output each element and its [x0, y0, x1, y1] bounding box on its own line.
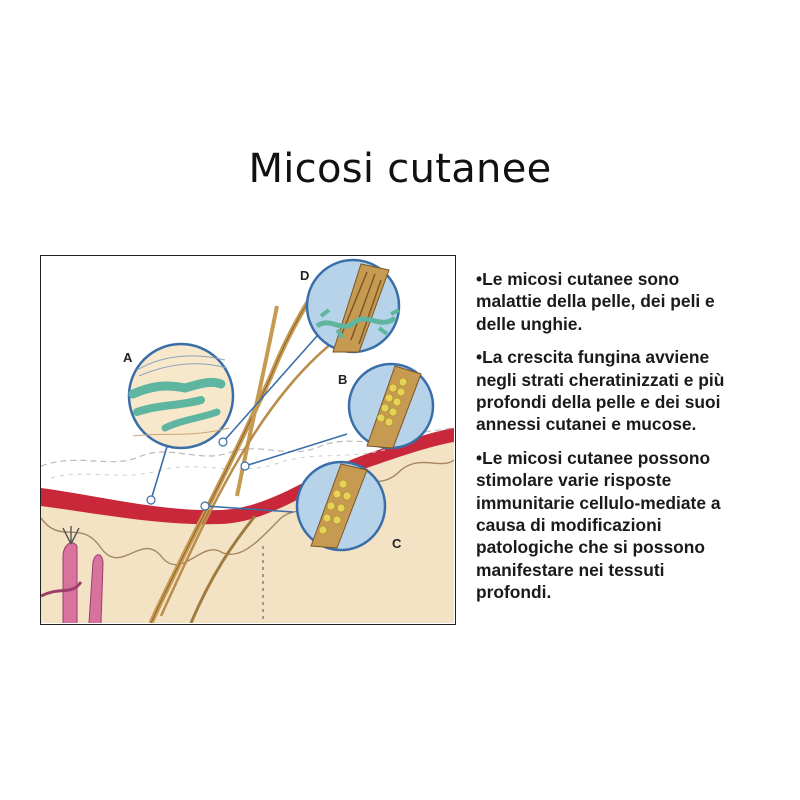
nerve-ending [62, 526, 80, 545]
inset-a [127, 342, 235, 450]
dermal-papillae [41, 459, 454, 566]
bullet-list: •Le micosi cutanee sono malattie della p… [476, 268, 794, 615]
slide-title: Micosi cutanee [248, 146, 552, 192]
inset-c [295, 460, 387, 552]
bullet-item: •Le micosi cutanee sono malattie della p… [476, 269, 715, 334]
inset-b [347, 362, 435, 450]
bullet-item: •La crescita fungina avviene negli strat… [476, 347, 725, 435]
inset-d [305, 258, 401, 354]
panel-label-a: A [123, 350, 133, 365]
panel-label-c: C [392, 536, 402, 551]
panel-label-d: D [300, 268, 309, 283]
blood-vessel [62, 542, 78, 623]
skin-fungal-infection-illustration: A B C D [40, 255, 456, 625]
bullet-item: •Le micosi cutanee possono stimolare var… [476, 447, 721, 603]
hair-shaft [235, 305, 279, 497]
panel-label-b: B [338, 372, 347, 387]
